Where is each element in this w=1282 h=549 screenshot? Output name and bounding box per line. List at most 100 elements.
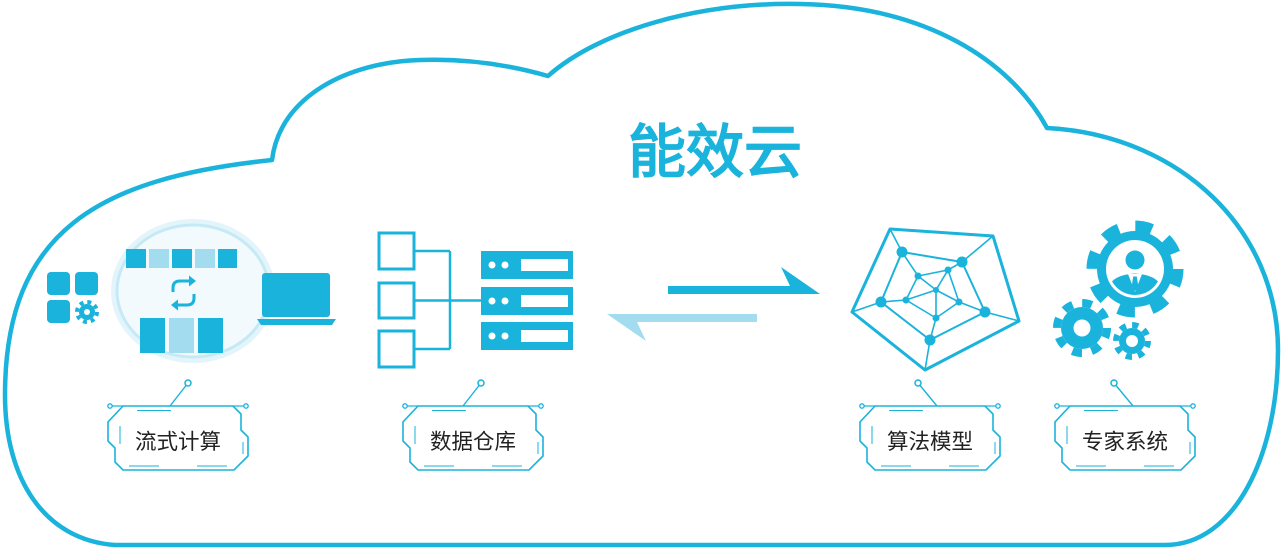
- gear-teeth: [1053, 299, 1111, 357]
- laptop-icon: [257, 273, 336, 325]
- app-grid-icon: [47, 272, 99, 324]
- data-warehouse-icon: [377, 231, 573, 369]
- person-tie: [1131, 276, 1139, 291]
- connector-line: [462, 382, 482, 407]
- source-box: [377, 281, 416, 320]
- label-frame-terminal: [538, 403, 544, 409]
- radar-node: [924, 334, 936, 346]
- data-block: [218, 249, 237, 268]
- gear-teeth: [1113, 322, 1151, 360]
- label-algorithm-model: 算法模型: [859, 403, 1001, 471]
- label-frame: [402, 405, 544, 471]
- laptop-base: [257, 319, 336, 325]
- data-blocks-row: [126, 249, 237, 268]
- server-unit: [481, 251, 573, 279]
- connector-expert-system: [1110, 379, 1134, 407]
- forward-arrow: [668, 267, 820, 294]
- server-unit: [481, 287, 573, 315]
- gear-teeth: [75, 300, 99, 324]
- sync-arrow-top-head: [189, 275, 196, 287]
- server-led: [488, 332, 496, 340]
- label-frame-accent: [119, 410, 244, 467]
- connector-stream-computing: [169, 379, 192, 407]
- radar-mid-web: [880, 251, 986, 341]
- label-expert-system: 专家系统: [1054, 403, 1196, 471]
- radar-node: [944, 266, 952, 274]
- radar-spoke: [851, 289, 937, 313]
- large-gear-icon: [1086, 220, 1184, 318]
- radar-inner-web: [905, 269, 960, 319]
- label-frame-terminal: [107, 403, 113, 409]
- connector-line: [917, 382, 938, 407]
- small-gear-icon: [1113, 322, 1151, 360]
- sync-arrow-bottom: [177, 294, 196, 307]
- data-block: [149, 249, 169, 268]
- connector-algorithm-model: [914, 379, 938, 407]
- component-label: 流式计算: [135, 430, 221, 455]
- gear-hole: [1126, 335, 1138, 347]
- diagram-title: 能效云: [628, 118, 802, 186]
- label-frame-terminal: [402, 403, 408, 409]
- backward-arrow: [607, 314, 757, 341]
- connector-dot: [477, 379, 485, 387]
- connector-dot: [1110, 379, 1118, 387]
- connector-dot: [914, 379, 922, 387]
- label-frame-accent: [871, 410, 996, 467]
- label-frame-terminal: [859, 403, 865, 409]
- radar-nodes: [875, 246, 991, 346]
- component-label: 数据仓库: [430, 430, 516, 455]
- connector-data-warehouse: [462, 379, 485, 407]
- radar-node: [902, 296, 910, 304]
- connector-line: [1113, 382, 1134, 407]
- sync-arrows-icon: [171, 275, 196, 311]
- laptop-screen: [262, 273, 330, 317]
- sync-arrow-bottom-head: [171, 299, 178, 311]
- source-box: [377, 231, 416, 271]
- algorithm-model-icon: [850, 227, 1021, 372]
- radar-node: [875, 296, 887, 308]
- server-led: [501, 297, 509, 305]
- radar-spoke: [935, 235, 994, 291]
- person-head: [1125, 250, 1145, 270]
- label-frame-terminal: [1190, 403, 1196, 409]
- connector-line: [169, 382, 189, 407]
- server-led: [488, 261, 496, 269]
- sync-arrow-top: [171, 279, 190, 292]
- component-label: 专家系统: [1082, 430, 1168, 455]
- medium-gear-icon: [1053, 299, 1111, 357]
- stream-computing-icon: [47, 219, 336, 363]
- radar-node: [955, 298, 963, 306]
- server-slot: [521, 295, 568, 307]
- radar-spoke: [889, 228, 937, 291]
- label-frame-terminal: [995, 403, 1001, 409]
- radar-spokes: [851, 228, 1020, 371]
- server-slot: [521, 259, 568, 271]
- data-column: [140, 318, 165, 353]
- radar-node: [896, 246, 908, 258]
- data-column: [198, 318, 223, 353]
- radar-node: [956, 256, 968, 268]
- data-column: [169, 318, 194, 353]
- server-slot: [521, 330, 568, 342]
- gear-teeth: [1086, 220, 1184, 318]
- label-data-warehouse: 数据仓库: [402, 403, 544, 471]
- label-frame: [1054, 405, 1196, 471]
- app-tile: [47, 272, 70, 295]
- connector-dot: [184, 379, 192, 387]
- radar-center-node: [933, 287, 939, 293]
- server-led: [488, 297, 496, 305]
- label-frame: [107, 405, 249, 471]
- source-box: [377, 329, 416, 369]
- label-frame-accent: [1066, 410, 1191, 467]
- gear-hole: [84, 309, 90, 315]
- label-frame-accent: [414, 410, 539, 467]
- connector-lines: [414, 249, 481, 351]
- radar-outer-pentagon: [850, 227, 1021, 372]
- server-rack-icon: [481, 251, 573, 350]
- label-frame: [859, 405, 1001, 471]
- component-label: 算法模型: [887, 430, 973, 455]
- server-led: [501, 261, 509, 269]
- data-block: [195, 249, 215, 268]
